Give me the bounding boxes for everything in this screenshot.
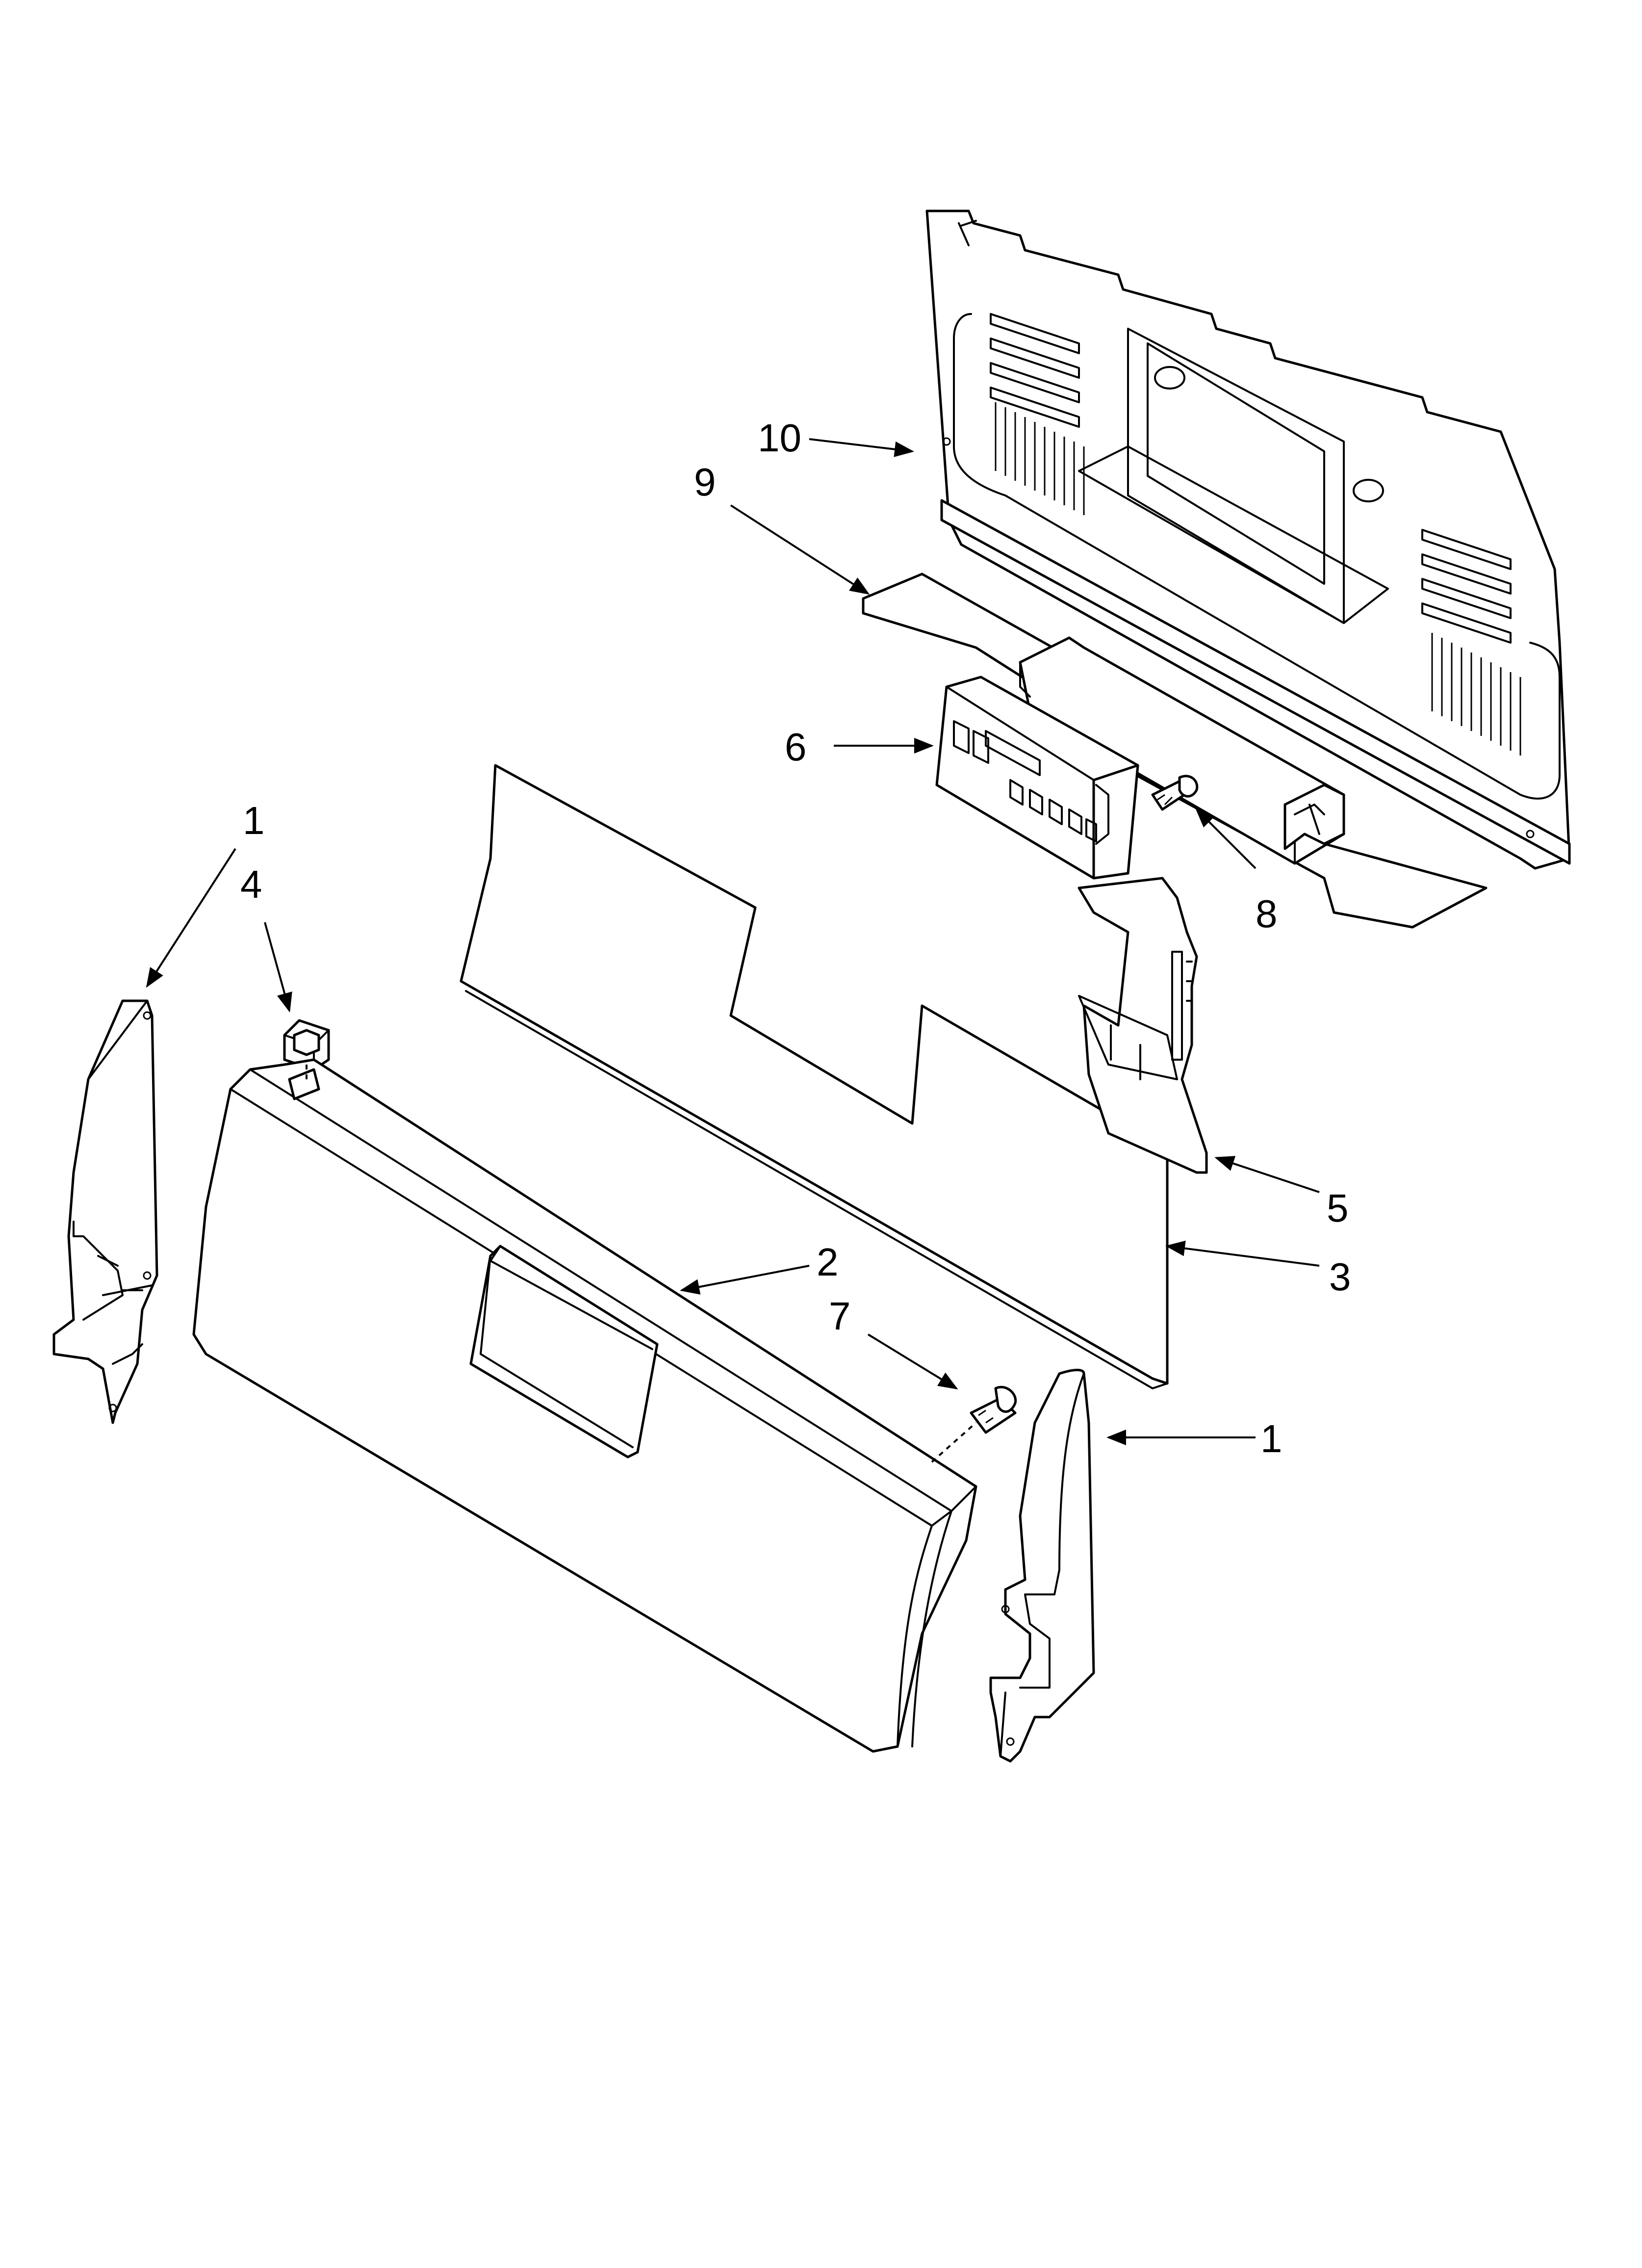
callout-part-5: 5 <box>1327 1186 1349 1230</box>
back-panel-part-10 <box>925 209 1571 870</box>
callout-part-8: 8 <box>1256 892 1278 936</box>
callout-part-1-right: 1 <box>1260 1417 1283 1460</box>
callout-part-1-left: 1 <box>243 799 265 842</box>
leader-3 <box>1165 1240 1320 1267</box>
callout-part-9: 9 <box>694 460 716 504</box>
control-bracket-part-8-housing <box>1019 636 1345 865</box>
control-panel-part-2 <box>192 1058 977 1753</box>
screw-part-8 <box>1151 775 1199 811</box>
callout-part-10: 10 <box>758 416 801 460</box>
leader-4 <box>264 922 292 1013</box>
bracket-part-5 <box>1078 877 1208 1174</box>
switch-part-4 <box>283 1019 330 1071</box>
callout-labels: 10 9 6 8 1 4 5 3 2 7 1 <box>240 416 1351 1460</box>
end-cap-left-part-1 <box>52 999 158 1424</box>
leader-7 <box>867 1333 958 1390</box>
callout-part-7: 7 <box>829 1294 851 1338</box>
end-cap-right-part-1 <box>989 1369 1095 1763</box>
electronic-control-part-6 <box>935 676 1139 1088</box>
callout-part-3: 3 <box>1329 1255 1351 1299</box>
leader-10 <box>809 438 914 457</box>
callout-part-2: 2 <box>817 1240 839 1284</box>
leader-2 <box>680 1265 810 1295</box>
leader-lines <box>146 438 1320 1463</box>
leader-9 <box>730 504 870 595</box>
screw-part-7 <box>970 1385 1017 1434</box>
callout-part-6: 6 <box>785 725 807 769</box>
leader-8 <box>1195 808 1257 869</box>
leader-1-left <box>146 848 236 988</box>
callout-part-4: 4 <box>240 862 262 906</box>
dashed-7 <box>931 1422 977 1463</box>
leader-5 <box>1214 1156 1320 1193</box>
